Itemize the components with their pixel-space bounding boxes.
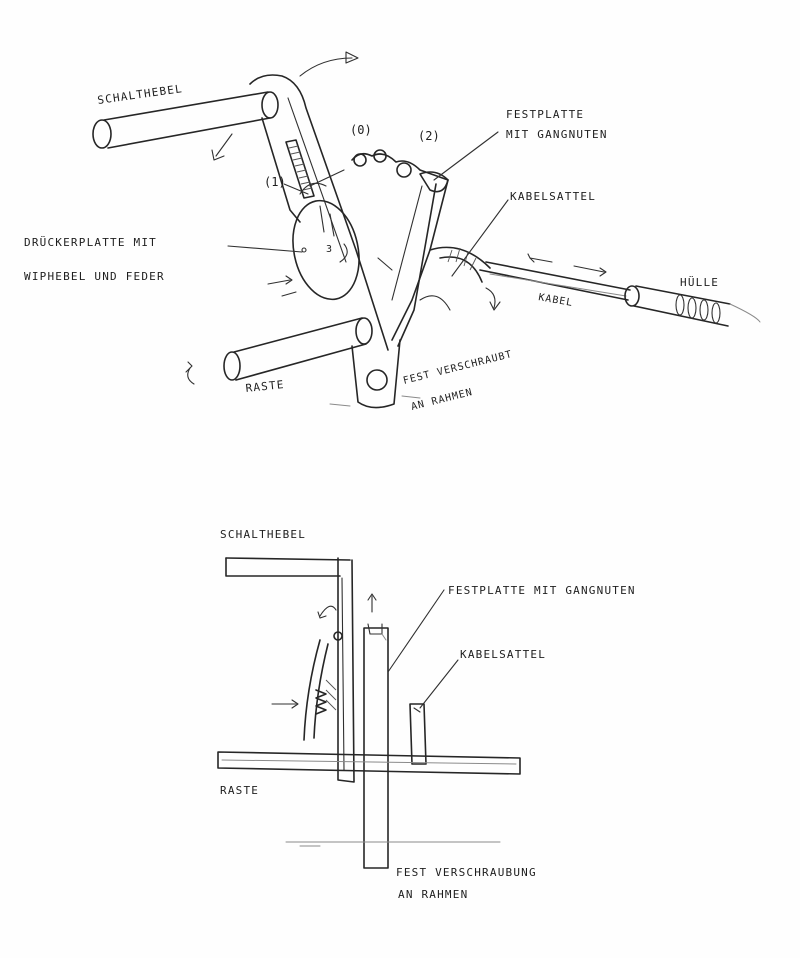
top-pusher-plate: 3 — [292, 182, 360, 301]
bottom-rocker-and-spring — [271, 605, 343, 741]
top-label-pos2: (2) — [418, 129, 440, 143]
top-label-cable: KABEL — [537, 292, 573, 309]
top-pusher-arrows — [267, 257, 393, 297]
top-cable-saddle — [419, 246, 501, 311]
top-label-fixed-plate-1: FESTPLATTE — [506, 108, 584, 121]
bottom-fixed-plate — [363, 593, 389, 869]
top-shift-lever — [92, 74, 389, 351]
top-label-shift-lever: SCHALTHEBEL — [97, 82, 184, 107]
top-leader-lines — [227, 131, 509, 277]
bottom-shift-lever — [225, 557, 355, 783]
top-label-housing: HÜLLE — [680, 276, 719, 289]
top-label-pos0: (0) — [350, 123, 372, 137]
svg-text:3: 3 — [326, 244, 333, 255]
top-label-frame-1: FEST VERSCHRAUBT — [402, 349, 514, 387]
bottom-frame-line — [285, 841, 501, 847]
bottom-sketch: SCHALTHEBEL FESTPLATTE MIT GANGNUTEN KAB… — [217, 528, 636, 901]
top-label-fixed-plate-2: MIT GANGNUTEN — [506, 128, 608, 141]
top-label-frame-2: AN RAHMEN — [410, 387, 474, 413]
bottom-label-frame-2: AN RAHMEN — [398, 888, 468, 901]
top-cable-housing — [624, 285, 761, 327]
top-sketch: 3 — [24, 51, 761, 413]
bottom-label-cable-saddle: KABELSATTEL — [460, 648, 546, 661]
top-lever-motion-arrow — [211, 51, 359, 161]
top-label-pusher-2: WIPHEBEL UND FEDER — [24, 270, 165, 283]
top-label-detent: RASTE — [245, 378, 285, 395]
top-cable — [479, 253, 631, 301]
bottom-label-shift-lever: SCHALTHEBEL — [220, 528, 306, 541]
top-label-pusher-1: DRÜCKERPLATTE MIT — [24, 236, 157, 249]
top-detent-bar — [185, 317, 373, 385]
bottom-leader-lines — [387, 589, 459, 709]
top-frame-mount — [329, 339, 421, 409]
bottom-detent-bar — [217, 751, 521, 775]
bottom-label-fixed-plate: FESTPLATTE MIT GANGNUTEN — [448, 584, 636, 597]
top-label-cable-saddle: KABELSATTEL — [510, 190, 596, 203]
top-spring — [285, 139, 315, 199]
bottom-cable-saddle — [409, 703, 427, 765]
bottom-label-detent: RASTE — [220, 784, 259, 797]
top-fixed-plate — [351, 149, 449, 347]
top-label-pos1: (1) — [264, 175, 286, 189]
bottom-label-frame-1: FEST VERSCHRAUBUNG — [396, 866, 537, 879]
